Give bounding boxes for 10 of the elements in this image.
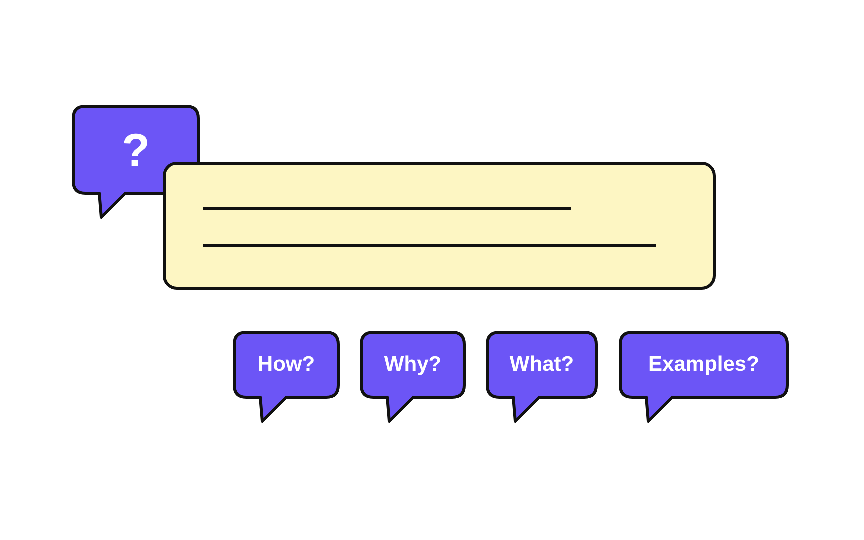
speech-bubble [486,331,598,423]
bubble-text: What? [508,352,576,378]
speech-bubble [619,331,789,423]
bubble-text: Why? [383,352,443,378]
text-panel [163,162,716,290]
bubble-text: Examples? [648,352,760,378]
bubble-text: How? [256,352,316,378]
speech-bubble [360,331,466,423]
speech-bubble [233,331,340,423]
bubble-text: ? [120,123,152,178]
